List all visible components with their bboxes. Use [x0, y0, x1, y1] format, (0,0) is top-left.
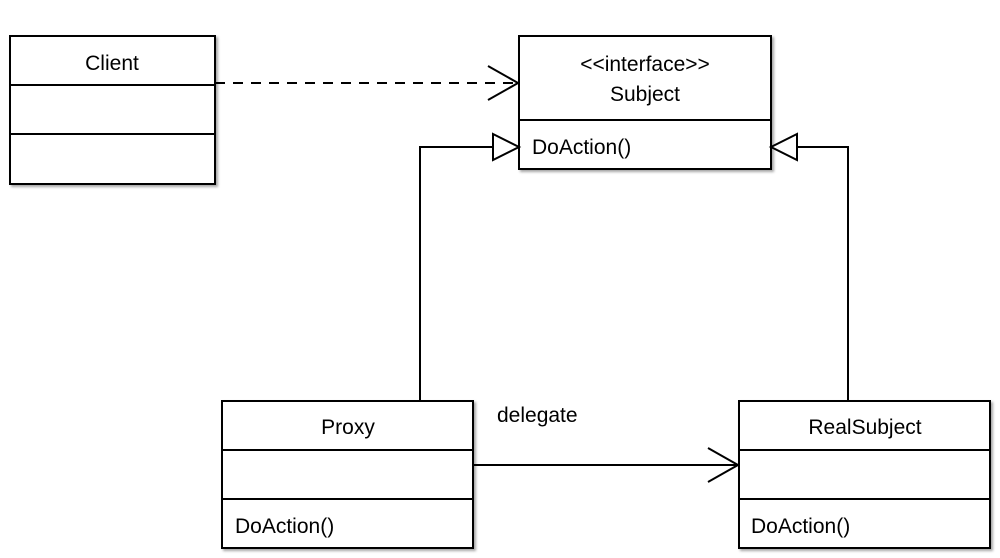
proxy-operation: DoAction()	[235, 515, 334, 538]
realization-real-subject-subject[interactable]	[768, 132, 849, 401]
dependency-client-subject[interactable]	[215, 65, 521, 101]
subject-operation: DoAction()	[532, 136, 631, 159]
real-subject-operation: DoAction()	[751, 515, 850, 538]
class-client[interactable]: Client	[9, 35, 216, 185]
real-subject-class-name: RealSubject	[808, 416, 921, 439]
hollow-triangle-arrowhead-icon	[492, 132, 522, 162]
hollow-triangle-arrowhead-icon	[768, 132, 798, 162]
realization-proxy-subject[interactable]	[419, 132, 522, 401]
subject-class-name: Subject	[610, 83, 680, 106]
open-arrowhead-icon	[707, 447, 741, 483]
proxy-class-name: Proxy	[321, 416, 375, 439]
delegate-label: delegate	[497, 404, 578, 427]
open-arrowhead-icon	[487, 65, 521, 101]
class-proxy[interactable]: Proxy DoAction()	[221, 400, 474, 549]
class-real-subject[interactable]: RealSubject DoAction()	[738, 400, 991, 549]
client-class-name: Client	[85, 52, 139, 75]
association-proxy-real-subject[interactable]: delegate	[473, 404, 741, 483]
class-subject[interactable]: <<interface>> Subject DoAction()	[518, 35, 772, 170]
subject-stereotype: <<interface>>	[580, 53, 710, 76]
